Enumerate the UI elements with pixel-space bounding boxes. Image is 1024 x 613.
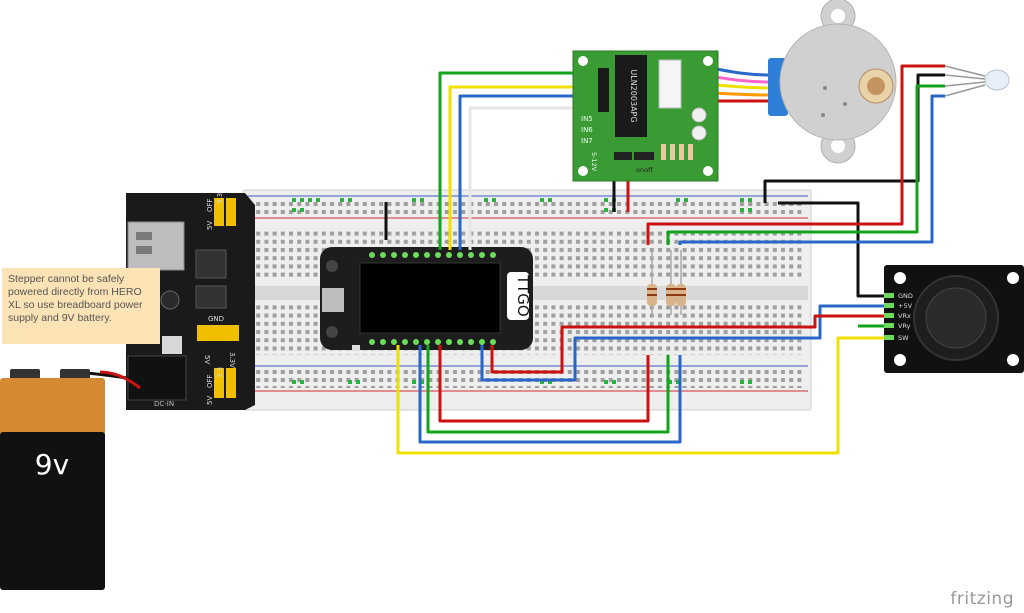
ps-bottom-label-5v: 5V [206,396,214,405]
ps-bottom-label-33: 3.3 [216,367,224,378]
stepper-motor [768,0,897,164]
ps-top-label-off: OFF [206,198,214,212]
ps-dc-label: DC-IN [154,400,174,408]
rgb-led [944,65,1010,97]
uln2003-driver: ULN2003APG IN5 IN6 IN7 5-12V onoff [572,50,719,182]
battery-label: 9v [35,448,69,481]
wire-blue-bottom [418,345,682,444]
fritzing-logo: fritzing [950,589,1014,609]
battery-red-wire [99,370,141,390]
wire-red-led [646,64,945,245]
wire-white-in4 [468,106,607,250]
driver-chip-label: ULN2003APG [629,69,638,122]
driver-pin-in6: IN6 [581,126,593,134]
wire-yellow-sw [396,336,890,455]
driver-pin-in7: IN7 [581,137,593,145]
battery-9v: 9v [0,369,105,590]
wire-blue-joystick-vrx [480,304,890,382]
note-callout: Stepper cannot be safely powered directl… [2,268,160,344]
wire-black-joystick-gnd [778,201,890,298]
wire-green-led [666,84,945,245]
ps-gnd-label: GND [208,315,224,323]
driver-switch-label: onoff [636,166,653,174]
wire-green-bottom [426,345,670,434]
resistors [647,250,686,315]
wire-red-bottom [438,345,650,423]
joystick-pin-5v: +5V [898,302,913,310]
joystick-module: GND +5V VRx VRy SW [884,265,1024,373]
joystick-pin-vrx: VRx [898,312,911,320]
ttgo-board: TTGO [320,247,533,351]
wire-green-in1 [438,71,607,250]
breadboard-power-supply: 5V OFF 3.3 GND 5V 3.3V 5V OFF 3.3 DC-IN [126,193,255,410]
ps-bottom-label-off: OFF [206,374,214,388]
joystick-pin-vry: VRy [898,322,911,330]
board-label: TTGO [514,274,532,317]
wire-yellow-in2 [448,85,607,250]
wire-red-joystick-5v [490,314,890,374]
ps-side-label-5v: 5V [203,355,211,364]
wire-blue-in3 [458,94,607,250]
ps-top-label-5v: 5V [206,221,214,230]
joystick-pin-sw: SW [898,334,909,342]
wire-blue-led [678,94,945,245]
joystick-pin-gnd: GND [898,292,913,300]
driver-power-label: 5-12V [590,152,598,172]
driver-pin-in5: IN5 [581,115,593,123]
ps-side-label-33v: 3.3V [228,352,236,368]
ps-top-label-33: 3.3 [216,193,224,204]
